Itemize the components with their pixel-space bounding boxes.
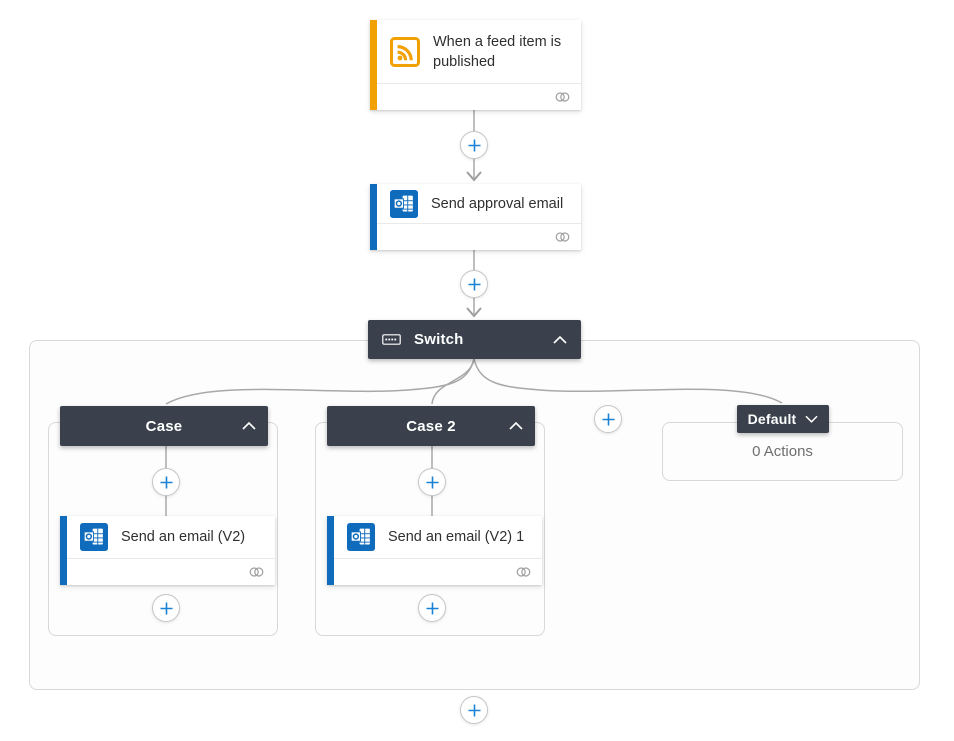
approval-card-footer	[377, 223, 581, 250]
plus-icon	[468, 139, 480, 151]
add-case-button[interactable]	[594, 405, 622, 433]
default-branch-header[interactable]: Default	[737, 405, 829, 433]
trigger-card-body: When a feed item is published	[377, 20, 581, 83]
outlook-icon	[80, 523, 108, 551]
connection-link-icon	[248, 566, 265, 578]
email1-card-body: Send an email (V2)	[67, 516, 275, 558]
email2-card-footer	[334, 558, 542, 585]
insert-step-button-2[interactable]	[460, 270, 488, 298]
plus-icon	[468, 704, 480, 716]
email2-card-body: Send an email (V2) 1	[334, 516, 542, 558]
new-step-button[interactable]	[460, 696, 488, 724]
plus-icon	[160, 602, 172, 614]
connection-link-icon	[515, 566, 532, 578]
chevron-up-icon	[553, 335, 567, 344]
chevron-up-icon	[242, 422, 256, 430]
switch-title: Switch	[414, 331, 464, 348]
approval-email-card[interactable]: Send approval email	[370, 184, 581, 250]
arrow-down-icon	[466, 307, 482, 318]
switch-icon	[382, 334, 401, 345]
connection-link-icon	[554, 91, 571, 103]
trigger-card[interactable]: When a feed item is published	[370, 20, 581, 110]
plus-icon	[160, 476, 172, 488]
case-2-insert-step-button[interactable]	[418, 468, 446, 496]
trigger-card-footer	[377, 83, 581, 110]
case-1-title: Case	[145, 417, 183, 435]
case-1-header[interactable]: Case	[60, 406, 268, 446]
connection-link-icon	[554, 231, 571, 243]
case-2-add-action-button[interactable]	[418, 594, 446, 622]
email1-card-title: Send an email (V2)	[121, 529, 246, 545]
case-2-title: Case 2	[406, 417, 456, 435]
outlook-icon	[390, 189, 418, 218]
plus-icon	[602, 413, 614, 425]
approval-card-body: Send approval email	[377, 184, 581, 223]
chevron-up-icon	[509, 422, 523, 430]
email2-card-title: Send an email (V2) 1	[388, 529, 525, 545]
insert-step-button-1[interactable]	[460, 131, 488, 159]
outlook-icon	[347, 523, 375, 551]
send-email-v2-1-card[interactable]: Send an email (V2) 1	[327, 516, 542, 585]
trigger-card-title: When a feed item is published	[433, 33, 562, 70]
arrow-down-icon	[466, 171, 482, 182]
case-1-insert-step-button[interactable]	[152, 468, 180, 496]
switch-header[interactable]: Switch	[368, 320, 581, 359]
email1-card-footer	[67, 558, 275, 585]
chevron-down-icon	[805, 415, 819, 423]
rss-icon	[390, 36, 420, 67]
plus-icon	[468, 278, 480, 290]
case-2-header[interactable]: Case 2	[327, 406, 535, 446]
default-actions-count: 0 Actions	[752, 443, 813, 460]
plus-icon	[426, 602, 438, 614]
approval-card-title: Send approval email	[431, 195, 564, 212]
send-email-v2-card[interactable]: Send an email (V2)	[60, 516, 275, 585]
case-1-add-action-button[interactable]	[152, 594, 180, 622]
plus-icon	[426, 476, 438, 488]
default-branch-title: Default	[747, 411, 797, 427]
